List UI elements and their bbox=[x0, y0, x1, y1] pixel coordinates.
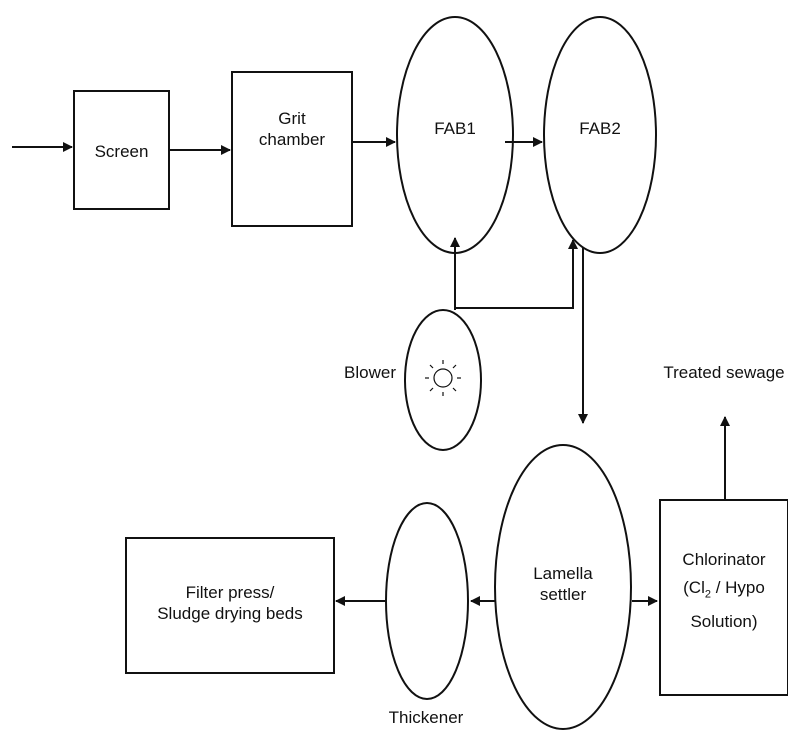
grit-chamber-box bbox=[231, 71, 353, 227]
blower-label: Blower bbox=[344, 363, 396, 382]
thickener-label: Thickener bbox=[388, 708, 464, 727]
lamella-settler-ellipse bbox=[494, 444, 632, 730]
chlorinator-formula: (Cl2 / Hypo bbox=[683, 578, 765, 601]
lamella-settler-label: Lamella settler bbox=[533, 564, 593, 604]
thickener-ellipse bbox=[385, 502, 469, 700]
grit-chamber-label: Grit chamber bbox=[258, 109, 326, 149]
fab2-ellipse bbox=[543, 16, 657, 254]
filter-press-label: Filter press/ Sludge drying beds bbox=[157, 583, 303, 623]
screen-label: Screen bbox=[94, 142, 149, 161]
blower-ellipse bbox=[404, 309, 482, 451]
treated-sewage-label: Treated sewage bbox=[663, 363, 785, 382]
sun-icon bbox=[425, 360, 461, 396]
chlorinator-label: Chlorinator (Cl2 / Hypo Solution) bbox=[662, 546, 786, 636]
fab2-label: FAB2 bbox=[579, 119, 621, 138]
blower-to-fab2-arrow bbox=[455, 239, 578, 309]
fab1-label: FAB1 bbox=[434, 119, 476, 138]
filter-press-box bbox=[125, 537, 335, 674]
